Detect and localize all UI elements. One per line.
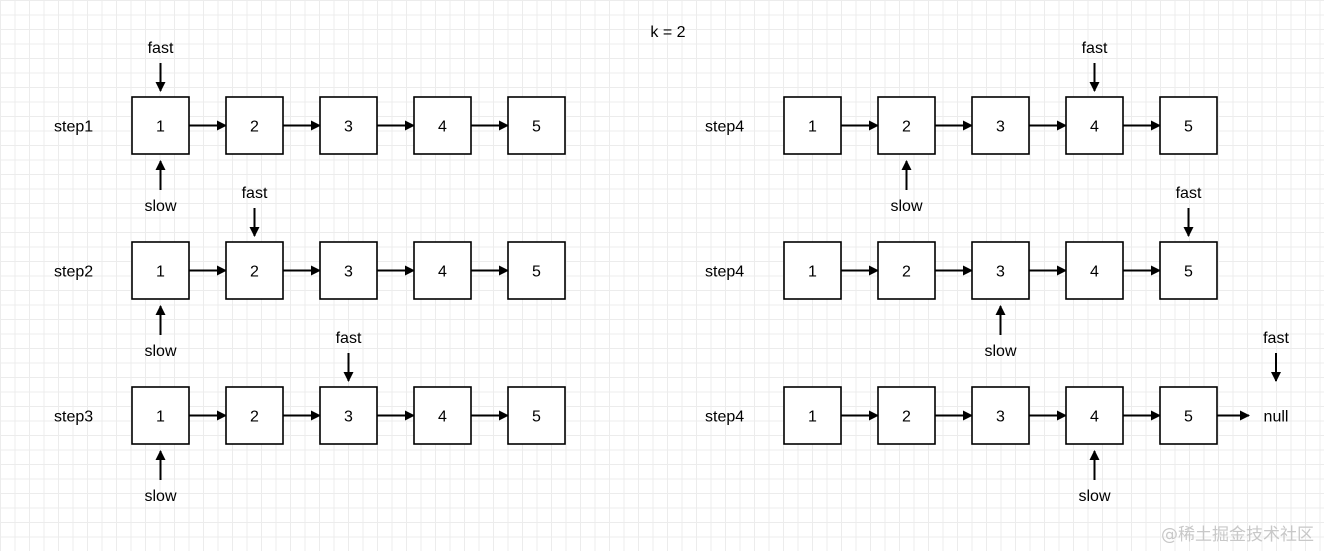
node-value: 5	[532, 119, 541, 136]
node-value: 1	[156, 119, 165, 136]
list-node	[319, 241, 378, 300]
node-value: 2	[250, 264, 259, 281]
list-node	[1065, 241, 1124, 300]
node-value: 4	[438, 264, 447, 281]
list-node	[413, 241, 472, 300]
node-value: 1	[808, 119, 817, 136]
node-value: 1	[808, 264, 817, 281]
list-node	[971, 241, 1030, 300]
node-value: 1	[808, 409, 817, 426]
list-node	[1159, 96, 1218, 155]
node-value: 3	[344, 119, 353, 136]
list-node	[1159, 386, 1218, 445]
watermark: @稀土掘金技术社区	[1161, 525, 1314, 545]
node-value: 3	[344, 264, 353, 281]
slow-label: slow	[144, 488, 176, 505]
node-value: 5	[1184, 264, 1193, 281]
node-value: 4	[438, 119, 447, 136]
step-row: step4 1 2 3 4 5 fast slow	[705, 185, 1218, 360]
list-node	[507, 386, 566, 445]
step-row: step1 1 2 3 4 5 fast slow	[54, 40, 566, 215]
slow-label: slow	[890, 198, 922, 215]
node-value: 2	[902, 264, 911, 281]
list-node	[1065, 96, 1124, 155]
diagram-title: k = 2	[650, 24, 685, 41]
fast-label: fast	[1082, 40, 1108, 57]
fast-label: fast	[1176, 185, 1202, 202]
list-node	[507, 241, 566, 300]
list-node	[413, 386, 472, 445]
slow-label: slow	[984, 343, 1016, 360]
list-node	[319, 96, 378, 155]
node-value: 1	[156, 264, 165, 281]
list-node	[131, 241, 190, 300]
step-label: step4	[705, 264, 744, 281]
fast-label: fast	[1263, 330, 1289, 347]
list-node	[131, 386, 190, 445]
step-row: step4 1 2 3 4 5 null fast slow	[705, 330, 1289, 505]
list-node	[507, 96, 566, 155]
node-value: 5	[532, 409, 541, 426]
node-value: 1	[156, 409, 165, 426]
node-value: 5	[1184, 409, 1193, 426]
node-value: 3	[996, 119, 1005, 136]
fast-label: fast	[148, 40, 174, 57]
node-value: 5	[1184, 119, 1193, 136]
list-node	[225, 96, 284, 155]
step-row: step3 1 2 3 4 5 fast slow	[54, 330, 566, 505]
node-value: 4	[438, 409, 447, 426]
node-value: 2	[902, 119, 911, 136]
node-value: 5	[532, 264, 541, 281]
step-label: step4	[705, 409, 744, 426]
list-node	[131, 96, 190, 155]
node-value: 3	[996, 264, 1005, 281]
node-value: 2	[902, 409, 911, 426]
list-node	[971, 386, 1030, 445]
step-label: step1	[54, 119, 93, 136]
step-label: step2	[54, 264, 93, 281]
list-node	[1065, 386, 1124, 445]
step-row: step2 1 2 3 4 5 fast slow	[54, 185, 566, 360]
slow-label: slow	[144, 343, 176, 360]
node-value: 3	[344, 409, 353, 426]
fast-label: fast	[242, 185, 268, 202]
list-node	[413, 96, 472, 155]
node-value: 4	[1090, 119, 1099, 136]
step-label: step4	[705, 119, 744, 136]
step-row: step4 1 2 3 4 5 fast slow	[705, 40, 1218, 215]
null-label: null	[1264, 409, 1289, 426]
node-value: 2	[250, 119, 259, 136]
list-node	[971, 96, 1030, 155]
step-label: step3	[54, 409, 93, 426]
list-node	[877, 386, 936, 445]
slow-label: slow	[144, 198, 176, 215]
fast-label: fast	[336, 330, 362, 347]
list-node	[783, 241, 842, 300]
node-value: 3	[996, 409, 1005, 426]
list-node	[783, 96, 842, 155]
node-value: 2	[250, 409, 259, 426]
list-node	[1159, 241, 1218, 300]
node-value: 4	[1090, 409, 1099, 426]
slow-label: slow	[1078, 488, 1110, 505]
list-node	[319, 386, 378, 445]
node-value: 4	[1090, 264, 1099, 281]
